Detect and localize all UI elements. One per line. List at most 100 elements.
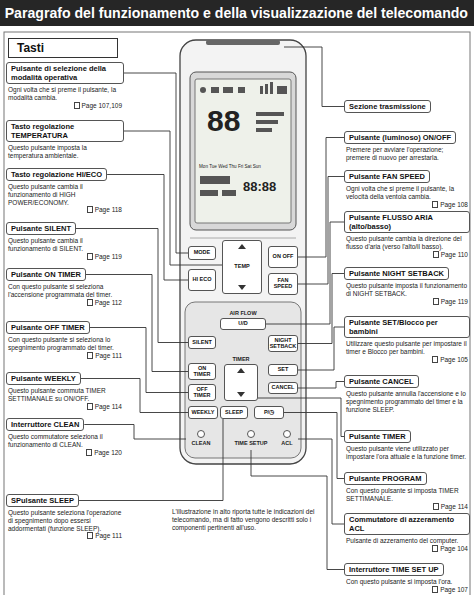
arrow-down-symbol <box>238 285 246 290</box>
callout-box: Pulsante (luminoso) ON/OFFPremere per av… <box>344 126 470 162</box>
leader-line <box>107 175 188 281</box>
callout-description: Questo pulsante annulla l'accensione e l… <box>344 390 470 413</box>
callout-box: Pulsante di selezione della modalità ope… <box>6 62 124 109</box>
panel-divider <box>190 238 296 239</box>
page-number: Page 111 <box>95 352 122 359</box>
section-tab: Tasti <box>8 38 118 58</box>
callout-description: Questo commutatore seleziona il funziona… <box>6 433 124 449</box>
page-icon <box>433 503 439 510</box>
page-number: Page 114 <box>441 503 468 510</box>
page-icon <box>432 201 438 208</box>
lcd-clock: 88:88 <box>243 180 276 193</box>
page-reference: Page 111 <box>6 352 124 360</box>
button-label: HI ECO <box>189 277 215 283</box>
callout-box: Pulsante PROGRAM Con questo pulsante si i… <box>344 467 470 510</box>
button-label: OFF TIMER <box>189 387 215 399</box>
callout-heading: Tasto regolazione HI/ECO <box>6 168 107 181</box>
page-icon <box>432 356 438 363</box>
page-icon <box>87 206 93 213</box>
page-reference: Page 119 <box>344 298 470 306</box>
callout-description: Con questo pulsante si imposta TIMER SET… <box>344 487 470 503</box>
callout-heading: Pulsante TIMER <box>344 430 411 443</box>
page-icon <box>433 251 439 258</box>
arrow-down-symbol <box>237 392 245 397</box>
remote-button: ON TIMER <box>188 363 216 380</box>
page-icon <box>87 299 93 306</box>
callout-description: Questo pulsante imposta la temperatura a… <box>6 144 124 160</box>
remote-button: P/◷ <box>254 406 284 419</box>
recessed-switch: CLEAN <box>186 428 216 450</box>
remote-button: SET <box>268 364 298 376</box>
remote-button: AIR FLOWU/D <box>220 318 266 330</box>
remote-button: WEEKLY <box>188 406 218 419</box>
remote-button: ON OFF <box>268 246 298 268</box>
lcd-days: Mon Tue Wed Thu Fri Sat Sun <box>199 164 261 169</box>
callout-heading: Pulsante NIGHT SETBACK <box>344 267 449 280</box>
callout-description: Questo pulsante cambia il funzionamento … <box>6 183 124 206</box>
page-number: Page 104 <box>440 545 468 552</box>
remote-button: TEMP <box>222 240 262 294</box>
callout-box: Pulsante ON TIMERCon questo pulsante si … <box>6 263 124 306</box>
button-caption: TIMER <box>205 356 277 362</box>
remote-button: SILENT <box>188 336 216 349</box>
callout-description: Questo pulsante commuta TIMER SETTIMANAL… <box>6 387 124 403</box>
callout-box: Pulsante SILENTQuesto pulsante cambia il… <box>6 217 124 260</box>
callout-description: Ogni volta che si preme il pulsante, la … <box>6 86 124 102</box>
page-icon <box>432 586 438 593</box>
leader-line <box>298 138 344 258</box>
callout-heading: Commutatore di azzeramento ACL <box>344 513 470 535</box>
remote-button: NIGHT SETBACK <box>268 335 298 352</box>
page-number: Page 120 <box>94 449 122 456</box>
leader-line <box>79 419 223 501</box>
page-reference: Page 112 <box>6 299 124 307</box>
callout-heading: Pulsante SET/Blocco per bambini <box>344 316 470 338</box>
page-number: Page 112 <box>95 299 122 306</box>
button-label: ON TIMER <box>189 366 215 378</box>
leader-line <box>298 274 344 344</box>
page-reference: Page 114 <box>6 403 124 411</box>
callout-box: Pulsante FAN SPEEDOgni volta che si prem… <box>344 165 470 208</box>
page-number: Page 107 <box>440 586 468 593</box>
switch-label: CLEAN <box>186 440 216 446</box>
leader-line <box>124 73 188 253</box>
callout-description: Questo pulsante cambia il funzionamento … <box>6 237 124 253</box>
callout-heading: SPulsante SLEEP <box>6 494 79 507</box>
switch-hole <box>247 430 255 438</box>
page-number: Page 105 <box>440 356 468 363</box>
callout-description: Ogni volta che si preme il pulsante, la … <box>344 185 470 201</box>
callout-box: SPulsante SLEEP Questo pulsante seleziona… <box>6 489 124 540</box>
transmitter-window <box>206 40 280 45</box>
page-icon <box>433 298 439 305</box>
leader-line <box>298 327 344 370</box>
callout-description: Questo pulsante seleziona l'operazione d… <box>6 509 124 532</box>
switch-label: ACL <box>276 440 298 446</box>
callout-heading: Pulsante di selezione della modalità ope… <box>6 62 124 84</box>
section-heading: Tasti <box>17 41 44 55</box>
page-icon <box>87 532 93 539</box>
page-reference: Page 105 <box>344 356 470 364</box>
page-reference: Page 104 <box>344 545 470 553</box>
callout-heading: Pulsante ON TIMER <box>6 268 86 281</box>
button-label: SILENT <box>189 340 215 346</box>
callout-heading: Sezione trasmissione <box>344 100 431 113</box>
page-icon <box>74 102 80 109</box>
page-reference: Page 111 <box>6 532 124 540</box>
button-label: FAN SPEED <box>269 278 297 290</box>
callout-heading: Pulsante FLUSSO ARIA (alto/basso) <box>344 211 470 233</box>
leader-line <box>298 382 344 389</box>
page-number: Page 108 <box>440 201 468 208</box>
page-reference: Page 114 <box>344 503 470 511</box>
callout-box: Pulsante CANCEL Questo pulsante annulla l… <box>344 370 470 413</box>
page-reference: Page 120 <box>6 449 124 457</box>
page-reference: Page 108 <box>344 201 470 209</box>
callout-heading: Pulsante PROGRAM <box>344 472 427 485</box>
callout-heading: Pulsante CANCEL <box>344 375 419 388</box>
callout-box: Tasto regolazione HI/ECO Questo pulsante … <box>6 163 124 214</box>
callout-box: Pulsante TIMERQuesto pulsante viene util… <box>344 425 470 461</box>
page-number: Page 119 <box>95 253 122 260</box>
page-icon <box>432 545 438 552</box>
callout-box: Tasto regolazione TEMPERATURAQuesto puls… <box>6 120 124 160</box>
callout-heading: Pulsante OFF TIMER <box>6 321 90 334</box>
button-label: MODE <box>189 250 215 256</box>
callout-heading: Interruttore TIME SET UP <box>344 563 444 576</box>
